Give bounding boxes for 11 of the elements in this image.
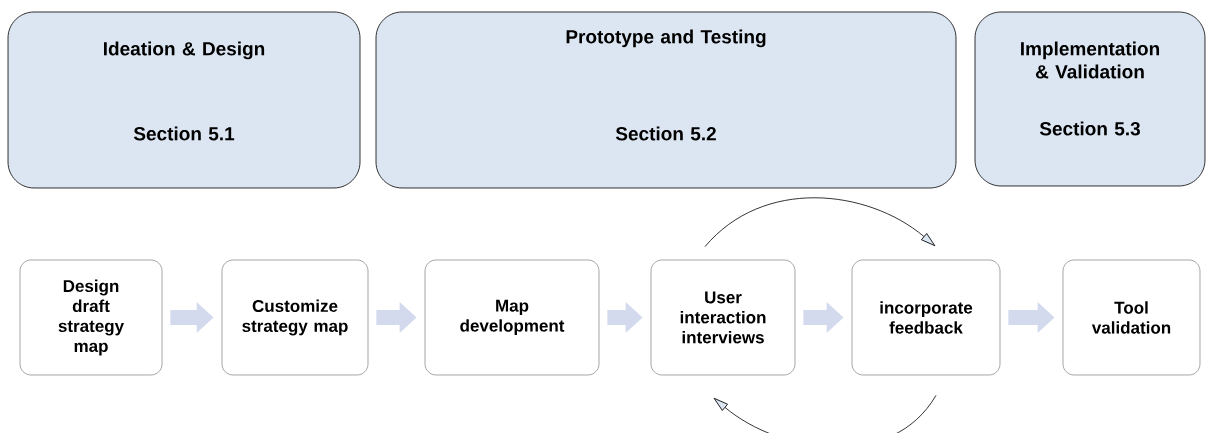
curved-arrow — [713, 394, 937, 433]
process-box: Tool validation — [1062, 259, 1201, 376]
section-box: Prototype and Testing Section 5.2 — [375, 11, 957, 189]
process-box: Customize strategy map — [221, 259, 369, 376]
section-box: Implementation & Validation Section 5.3 — [974, 11, 1206, 187]
process-box: Design draft strategy map — [19, 259, 163, 376]
process-box: Map development — [424, 259, 600, 376]
section-box: Ideation & Design Section 5.1 — [7, 11, 361, 189]
process-box: incorporate feedback — [851, 259, 1001, 376]
process-box: User interaction interviews — [650, 259, 796, 376]
curved-arrow — [704, 197, 936, 248]
